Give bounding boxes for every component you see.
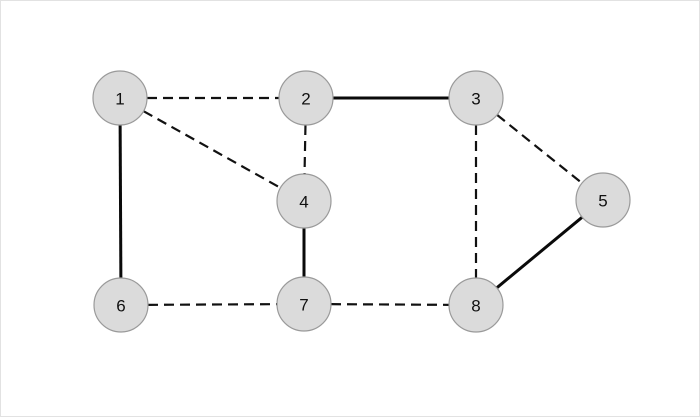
graph-node-label-3: 3 [471,90,480,109]
graph-node-label-7: 7 [299,296,308,315]
graph-node-7[interactable]: 7 [276,276,332,332]
graph-edge-3-5 [496,114,583,184]
graph-node-circle-3[interactable] [448,70,504,126]
graph-node-circle-4[interactable] [276,173,332,229]
graph-node-3[interactable]: 3 [448,70,504,126]
nodes-layer: 1 2 3 4 5 6 7 8 [92,70,631,333]
graph-edge-1-4 [143,110,281,189]
graph-node-6[interactable]: 6 [93,277,149,333]
graph-node-circle-1[interactable] [92,70,148,126]
graph-node-label-4: 4 [299,193,308,212]
graph-edge-5-8 [495,216,584,289]
graph-node-label-2: 2 [301,90,310,109]
graph-node-5[interactable]: 5 [575,172,631,228]
graph-node-8[interactable]: 8 [448,277,504,333]
graph-edge-6-7 [147,303,278,306]
graph-node-2[interactable]: 2 [278,70,334,126]
graph-node-circle-8[interactable] [448,277,504,333]
graph-node-1[interactable]: 1 [92,70,148,126]
graph-node-circle-5[interactable] [575,172,631,228]
graph-edge-7-8 [330,303,450,306]
graph-edge-1-6 [118,124,123,279]
graph-node-circle-2[interactable] [278,70,334,126]
graph-node-label-8: 8 [471,297,480,316]
graph-node-label-5: 5 [598,192,607,211]
graph-node-label-6: 6 [116,297,125,316]
edges-layer [118,96,584,306]
graph-node-4[interactable]: 4 [276,173,332,229]
graph-edge-2-4 [303,124,307,175]
graph-node-label-1: 1 [115,90,124,109]
graph-node-circle-7[interactable] [276,276,332,332]
graph-node-circle-6[interactable] [93,277,149,333]
